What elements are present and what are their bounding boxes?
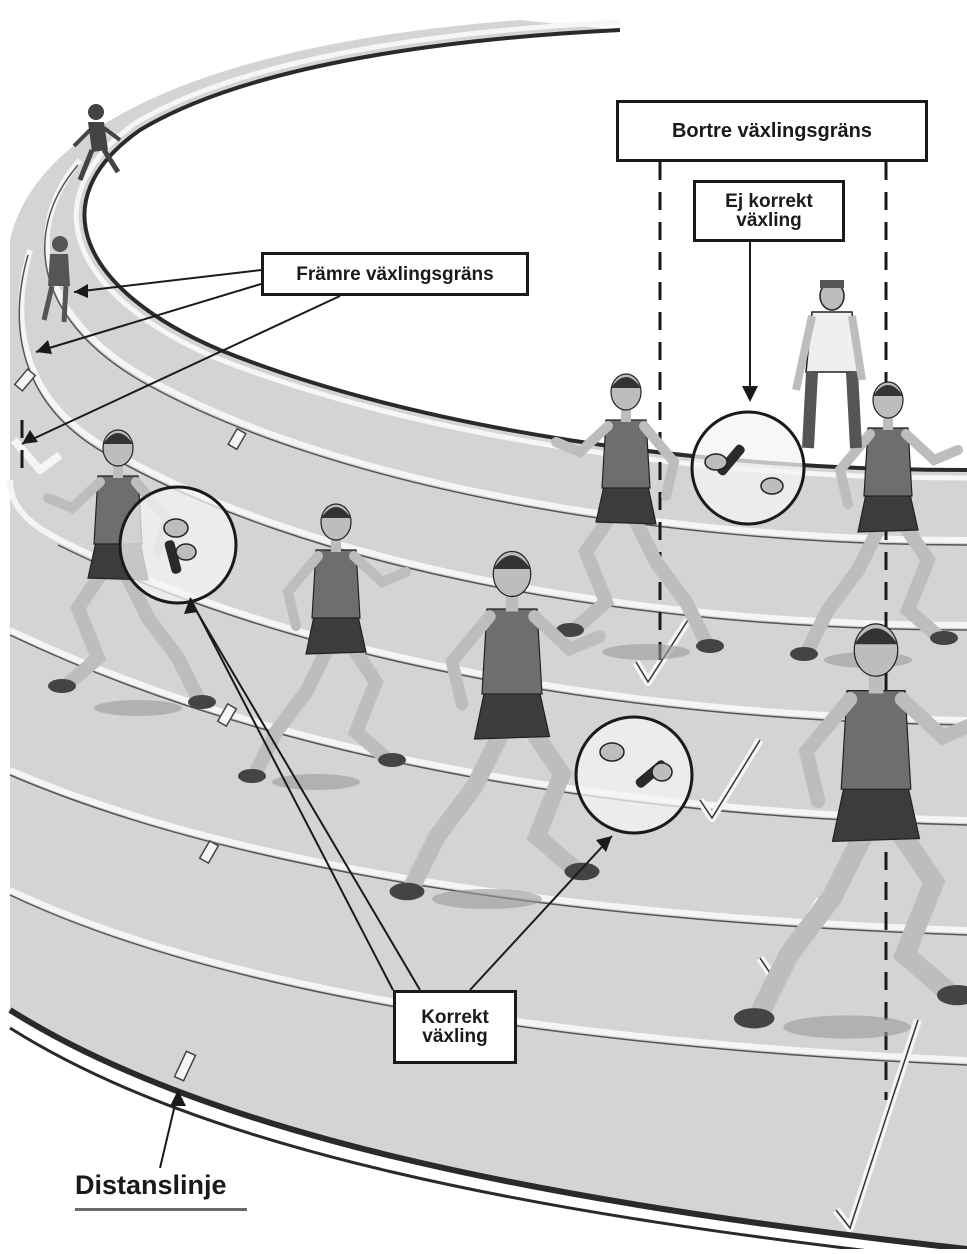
far-exchange-limit-label: Bortre växlingsgräns <box>616 100 928 162</box>
correct-exchange-circle <box>120 487 236 603</box>
incorrect-exchange-text-line1: Ej korrekt <box>725 192 813 211</box>
correct-exchange-text-line2: växling <box>422 1027 487 1046</box>
runner-shorts <box>833 786 920 841</box>
correct-exchange-circle <box>576 717 692 833</box>
runner-shadow <box>94 700 182 716</box>
runner-shoe <box>565 863 600 881</box>
runner-shorts <box>596 486 656 524</box>
runner-shorts <box>475 692 550 740</box>
runner-shoe <box>390 883 425 901</box>
correct-exchange-text-line1: Korrekt <box>421 1008 489 1027</box>
runner-shadow <box>783 1015 911 1038</box>
incorrect-exchange-label: Ej korrekt växling <box>693 180 845 242</box>
runner-shorts <box>306 616 366 654</box>
runner-shoe <box>188 695 216 709</box>
distance-line-underline <box>75 1208 247 1211</box>
runner-shoe <box>734 1008 775 1028</box>
near-exchange-limit-label: Främre växlingsgräns <box>261 252 529 296</box>
runner-shorts <box>858 494 918 532</box>
runner-shoe <box>930 631 958 645</box>
distance-line-label: Distanslinje <box>75 1170 227 1201</box>
runner-shoe <box>696 639 724 653</box>
runner-shoe <box>790 647 818 661</box>
incorrect-exchange-text-line2: växling <box>736 211 801 230</box>
runner-shoe <box>48 679 76 693</box>
runner-shadow <box>432 889 542 909</box>
near-exchange-limit-text: Främre växlingsgräns <box>296 265 493 284</box>
correct-exchange-label: Korrekt växling <box>393 990 517 1064</box>
far-exchange-limit-text: Bortre växlingsgräns <box>672 121 872 141</box>
runner-shadow <box>602 644 690 660</box>
runner-shoe <box>238 769 266 783</box>
runner-shoe <box>378 753 406 767</box>
